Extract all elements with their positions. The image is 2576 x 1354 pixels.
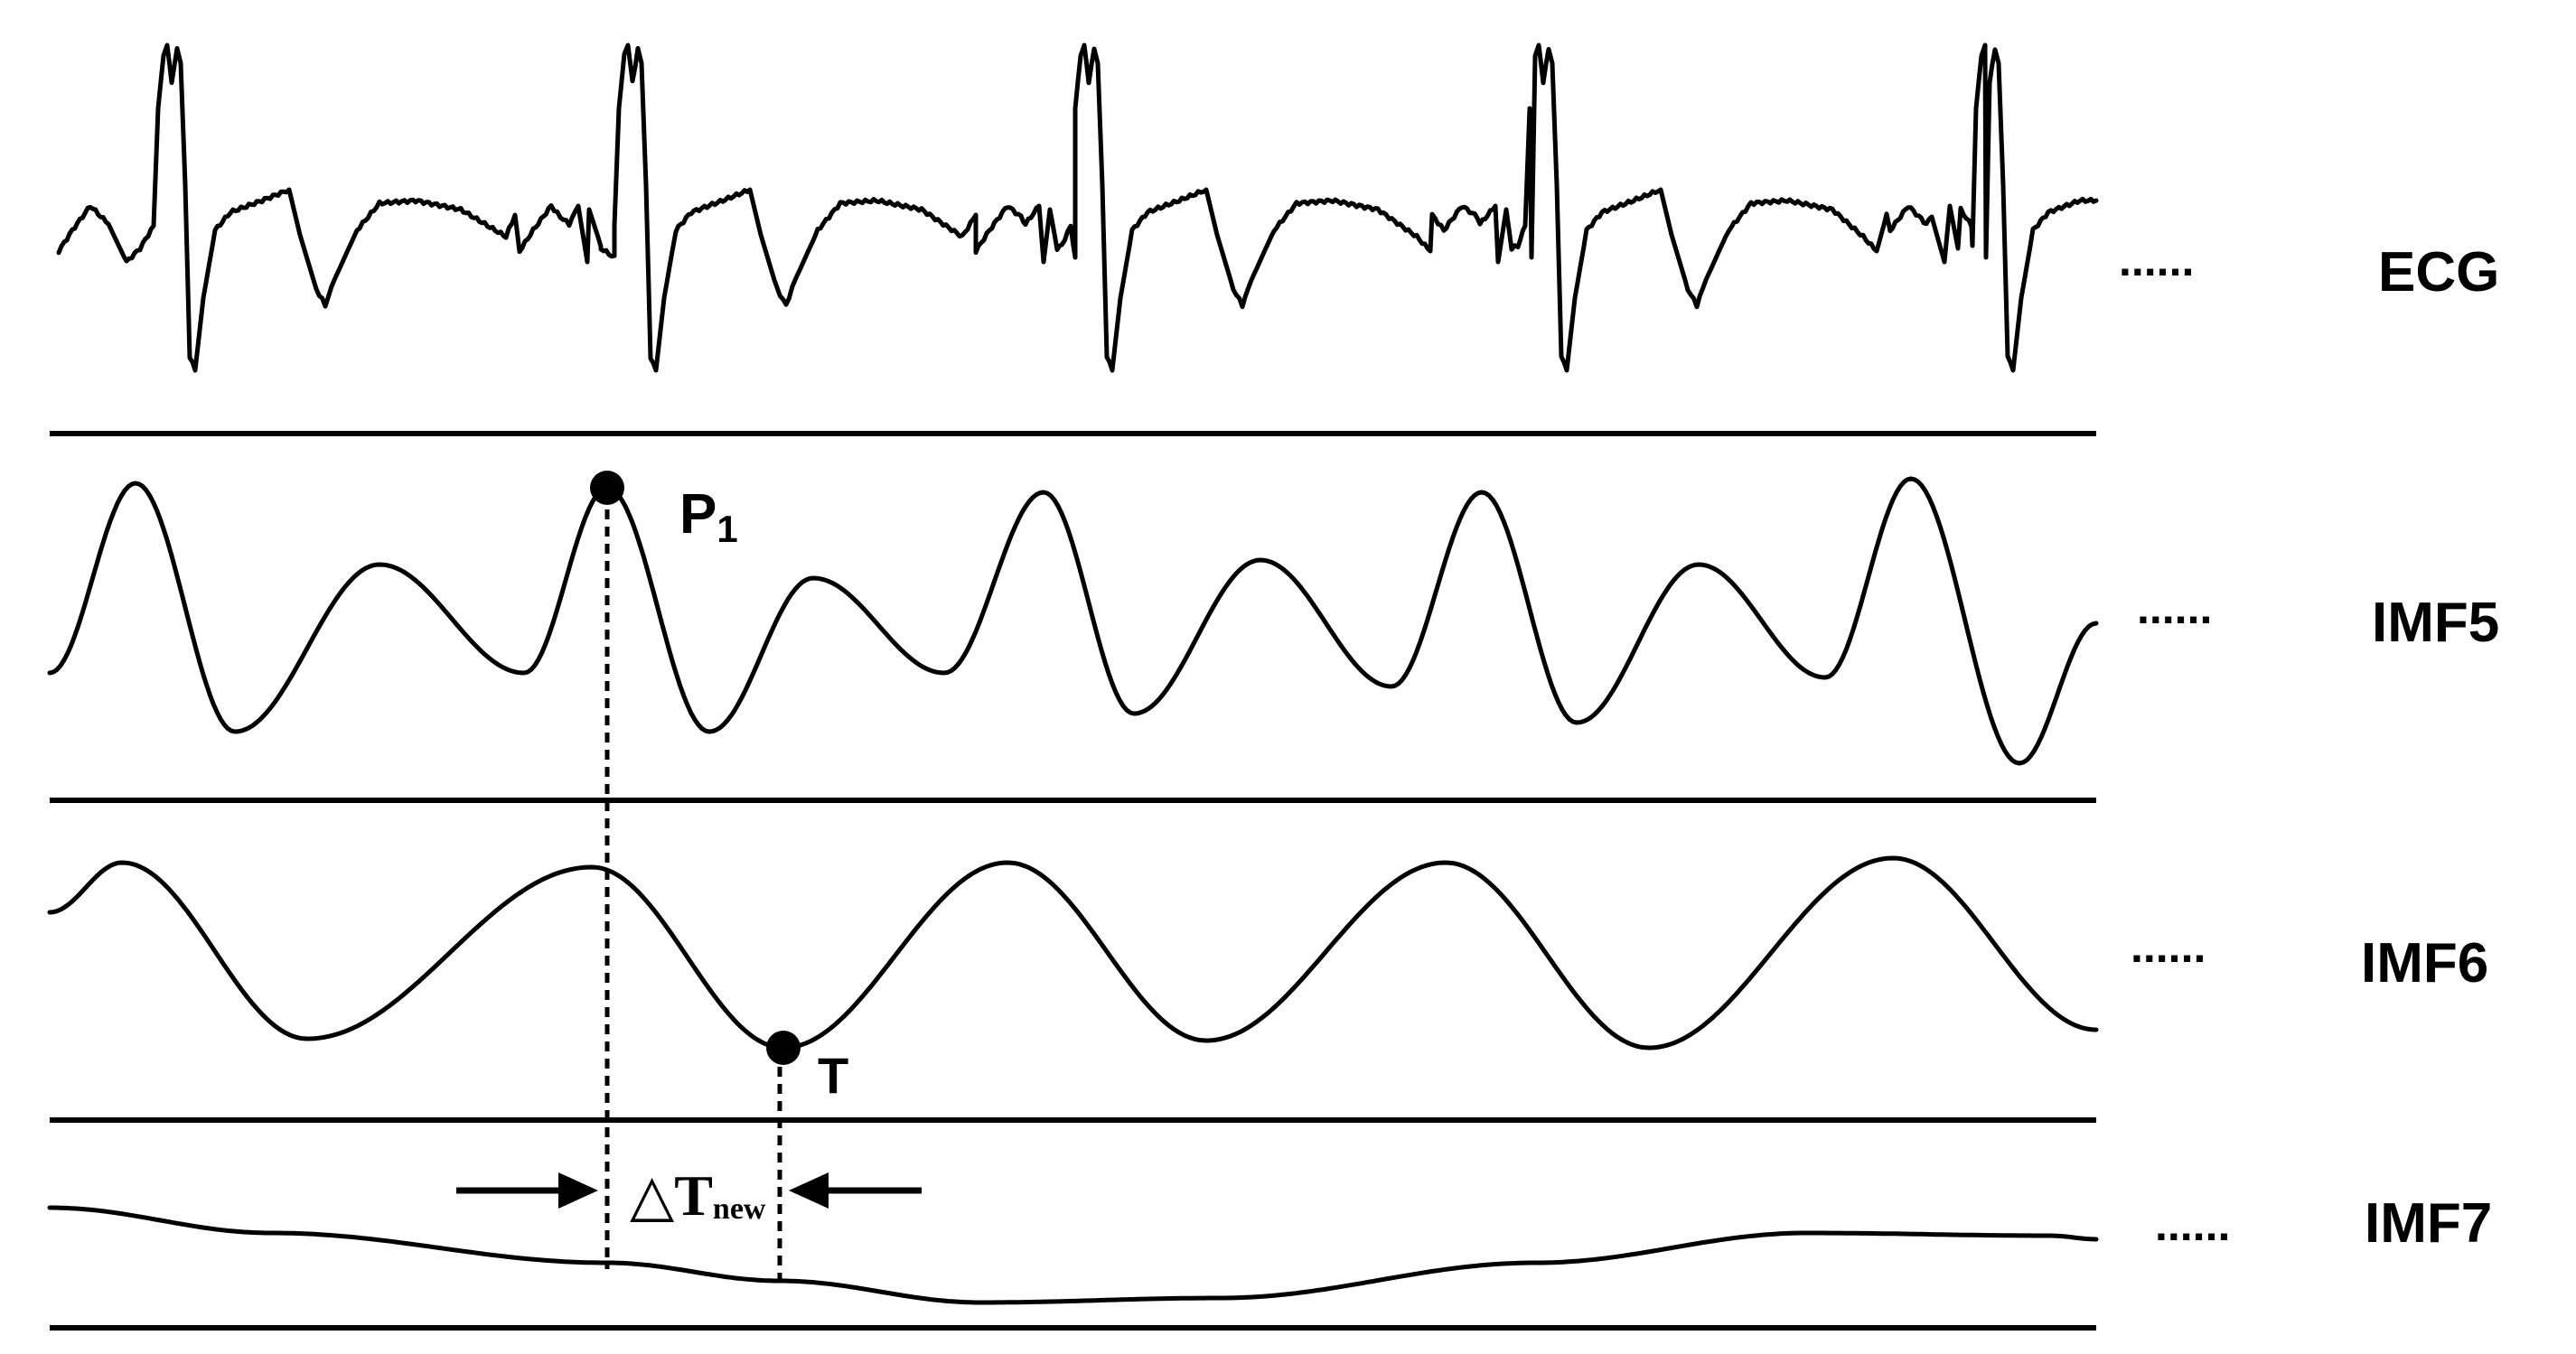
- imf6-waveform: [47, 855, 2099, 1051]
- ecg-leader: ......: [2119, 235, 2194, 285]
- imf6-leader: ......: [2131, 921, 2206, 972]
- ecg-waveform: [56, 42, 2099, 373]
- imf6-label: IMF6: [2361, 932, 2488, 994]
- delta-t-new-label: △Tnew: [630, 1163, 766, 1228]
- imf5-label: IMF5: [2372, 592, 2499, 654]
- imf5-leader: ......: [2137, 583, 2212, 633]
- t-label: T: [818, 1047, 848, 1104]
- interval-arrow-left: [456, 1172, 598, 1209]
- interval-arrow-right: [789, 1172, 922, 1209]
- imf7-leader: ......: [2155, 1200, 2230, 1250]
- imf7-waveform: [47, 1205, 2099, 1305]
- imf5-waveform: [47, 476, 2099, 766]
- imf7-label: IMF7: [2365, 1192, 2492, 1255]
- p1-marker: [590, 471, 624, 505]
- ecg-label: ECG: [2378, 241, 2499, 303]
- t-marker: [766, 1031, 801, 1065]
- p1-label: P1: [679, 483, 738, 550]
